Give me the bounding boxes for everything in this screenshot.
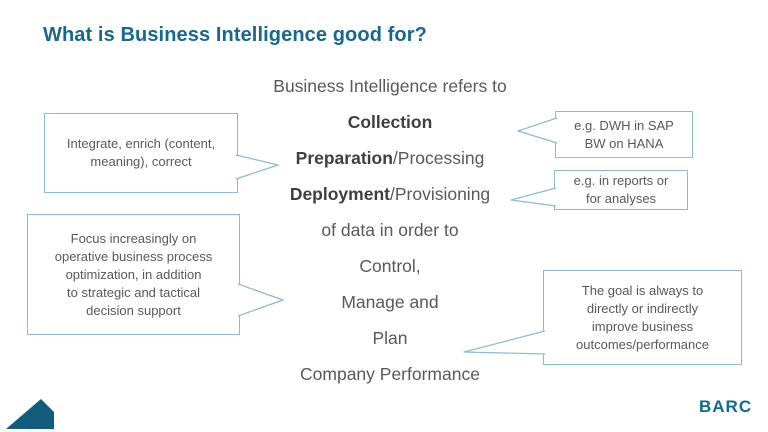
center-line: Preparation/Processing (295, 148, 485, 168)
callout-operative-focus: Focus increasingly on operative business… (27, 214, 240, 335)
callout-goal: The goal is always to directly or indire… (543, 270, 742, 365)
callout-reports-example: e.g. in reports or for analyses (554, 170, 688, 210)
center-line: Deployment/Provisioning (289, 184, 491, 204)
center-line: Plan (372, 328, 408, 348)
center-line: Control, (359, 256, 421, 276)
page-title: What is Business Intelligence good for? (43, 24, 427, 46)
center-line: Company Performance (300, 364, 480, 384)
callout-integrate-enrich: Integrate, enrich (content, meaning), co… (44, 113, 238, 193)
callout-dwh-example: e.g. DWH in SAP BW on HANA (555, 111, 693, 158)
corner-accent-shape (6, 399, 54, 429)
barc-logo: BARC (699, 397, 753, 416)
center-line: Business Intelligence refers to (273, 76, 507, 96)
center-line: Collection (347, 112, 433, 132)
central-text-column: Business Intelligence refers to Collecti… (14, 68, 766, 392)
center-line: Manage and (341, 292, 439, 312)
center-line: of data in order to (321, 220, 459, 240)
